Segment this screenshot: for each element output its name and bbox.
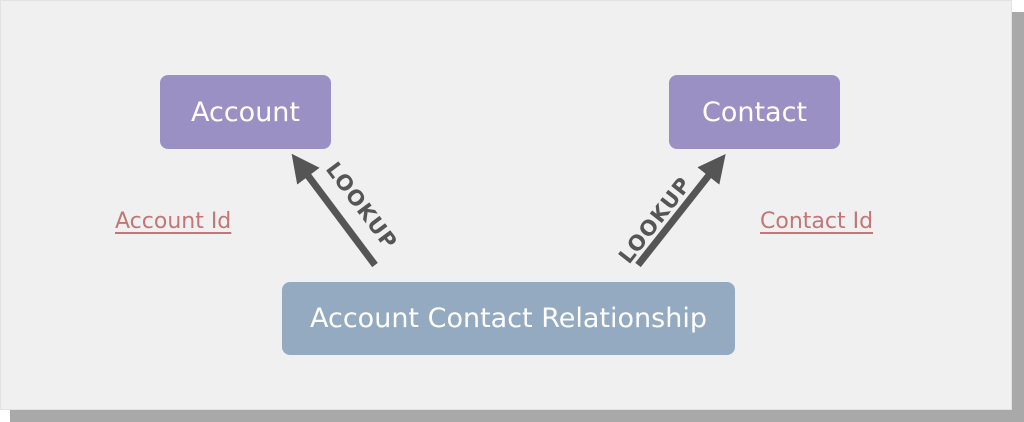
account-id-field-label: Account Id [115,209,232,234]
arrow-line-account [291,153,378,268]
lookup-arrows: LOOKUP LOOKUP [291,153,726,268]
lookup-arrow-contact: LOOKUP [614,154,726,268]
account-node: Account [160,75,331,149]
arrow-line-contact [635,154,726,268]
contact-node: Contact [669,75,840,149]
account-node-label: Account [190,96,300,128]
contact-id-field-label: Contact Id [760,209,874,234]
lookup-arrow-account: LOOKUP [291,153,402,268]
contact-node-label: Contact [701,96,808,128]
lookup-label-contact: LOOKUP [614,172,696,268]
relationship-node-label: Account Contact Relationship [310,303,707,334]
account-contact-relationship-node: Account Contact Relationship [282,282,735,355]
diagram-panel: Account Contact Account Contact Relation… [0,0,1012,410]
